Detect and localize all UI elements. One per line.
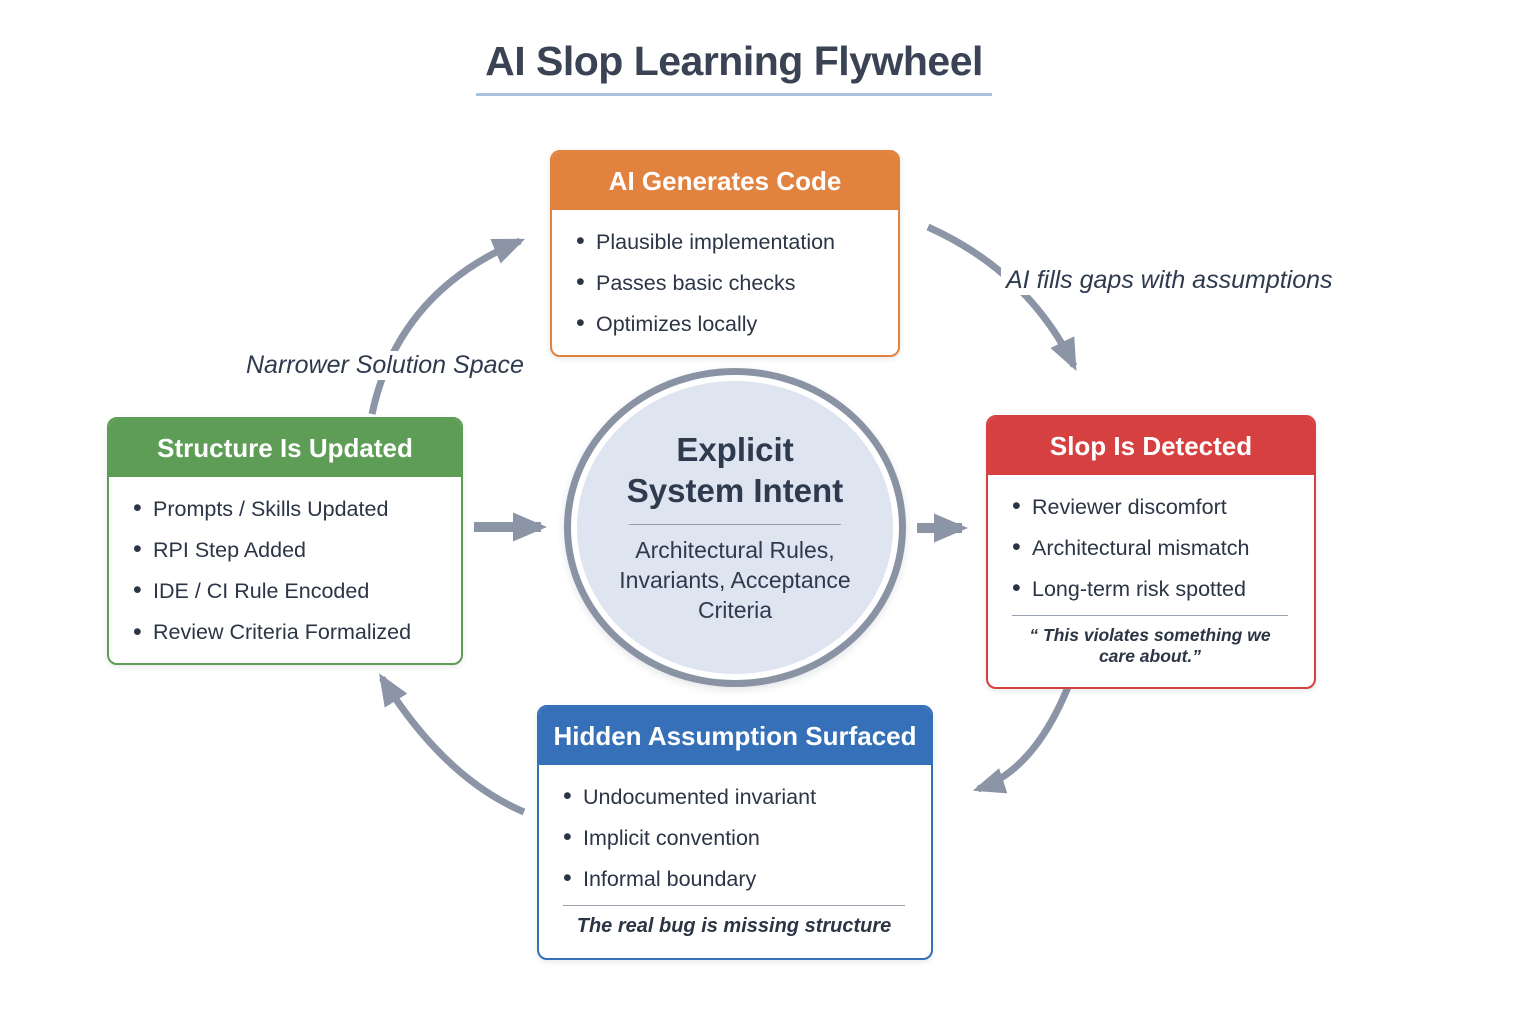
center-circle-fill: Explicit System Intent Architectural Rul… (577, 381, 893, 674)
list-item: Review Criteria Formalized (121, 612, 447, 653)
bullet-list: Prompts / Skills Updated RPI Step Added … (121, 488, 447, 653)
circle-title: Explicit System Intent (626, 431, 844, 510)
list-item: Prompts / Skills Updated (121, 488, 447, 529)
list-item: Plausible implementation (564, 221, 884, 262)
box-footer-quote: “ This violates something we care about.… (1012, 614, 1288, 677)
box-body: Undocumented invariant Implicit conventi… (539, 765, 931, 958)
list-item: Undocumented invariant (551, 776, 917, 817)
list-item: Reviewer discomfort (1000, 486, 1300, 527)
title-underline (476, 93, 992, 96)
list-item: Architectural mismatch (1000, 527, 1300, 568)
list-item: RPI Step Added (121, 529, 447, 570)
list-item: Implicit convention (551, 817, 917, 858)
box-footer-note: The real bug is missing structure (563, 904, 905, 948)
list-item: Informal boundary (551, 858, 917, 899)
list-item: Optimizes locally (564, 303, 884, 344)
box-hidden-assumption-surfaced: Hidden Assumption Surfaced Undocumented … (537, 705, 933, 960)
page-title: AI Slop Learning Flywheel (485, 38, 983, 84)
arrow-structure-to-ai (368, 237, 526, 415)
list-item: IDE / CI Rule Encoded (121, 570, 447, 611)
box-ai-generates-code: AI Generates Code Plausible implementati… (550, 150, 900, 357)
box-header: Hidden Assumption Surfaced (539, 707, 931, 765)
annotation-narrower-solution-space: Narrower Solution Space (241, 351, 529, 380)
circle-divider (629, 523, 841, 525)
annotation-ai-fills-gaps: AI fills gaps with assumptions (1001, 266, 1338, 295)
box-structure-is-updated: Structure Is Updated Prompts / Skills Up… (107, 417, 463, 665)
box-header: AI Generates Code (552, 152, 898, 210)
page-title-block: AI Slop Learning Flywheel (462, 38, 1006, 96)
bullet-list: Plausible implementation Passes basic ch… (564, 221, 884, 345)
box-slop-is-detected: Slop Is Detected Reviewer discomfort Arc… (986, 415, 1316, 689)
box-body: Plausible implementation Passes basic ch… (552, 210, 898, 355)
list-item: Long-term risk spotted (1000, 568, 1300, 609)
bullet-list: Undocumented invariant Implicit conventi… (551, 776, 917, 900)
arrow-ai-to-slop (926, 223, 1078, 372)
circle-subtitle: Architectural Rules, Invariants, Accepta… (619, 536, 851, 624)
box-body: Reviewer discomfort Architectural mismat… (988, 475, 1314, 687)
list-item: Passes basic checks (564, 262, 884, 303)
center-circle: Explicit System Intent Architectural Rul… (564, 368, 906, 687)
box-header: Slop Is Detected (988, 417, 1314, 475)
box-body: Prompts / Skills Updated RPI Step Added … (109, 477, 461, 663)
arrow-hidden-to-structure (379, 673, 526, 816)
bullet-list: Reviewer discomfort Architectural mismat… (1000, 486, 1300, 610)
box-header: Structure Is Updated (109, 419, 461, 477)
